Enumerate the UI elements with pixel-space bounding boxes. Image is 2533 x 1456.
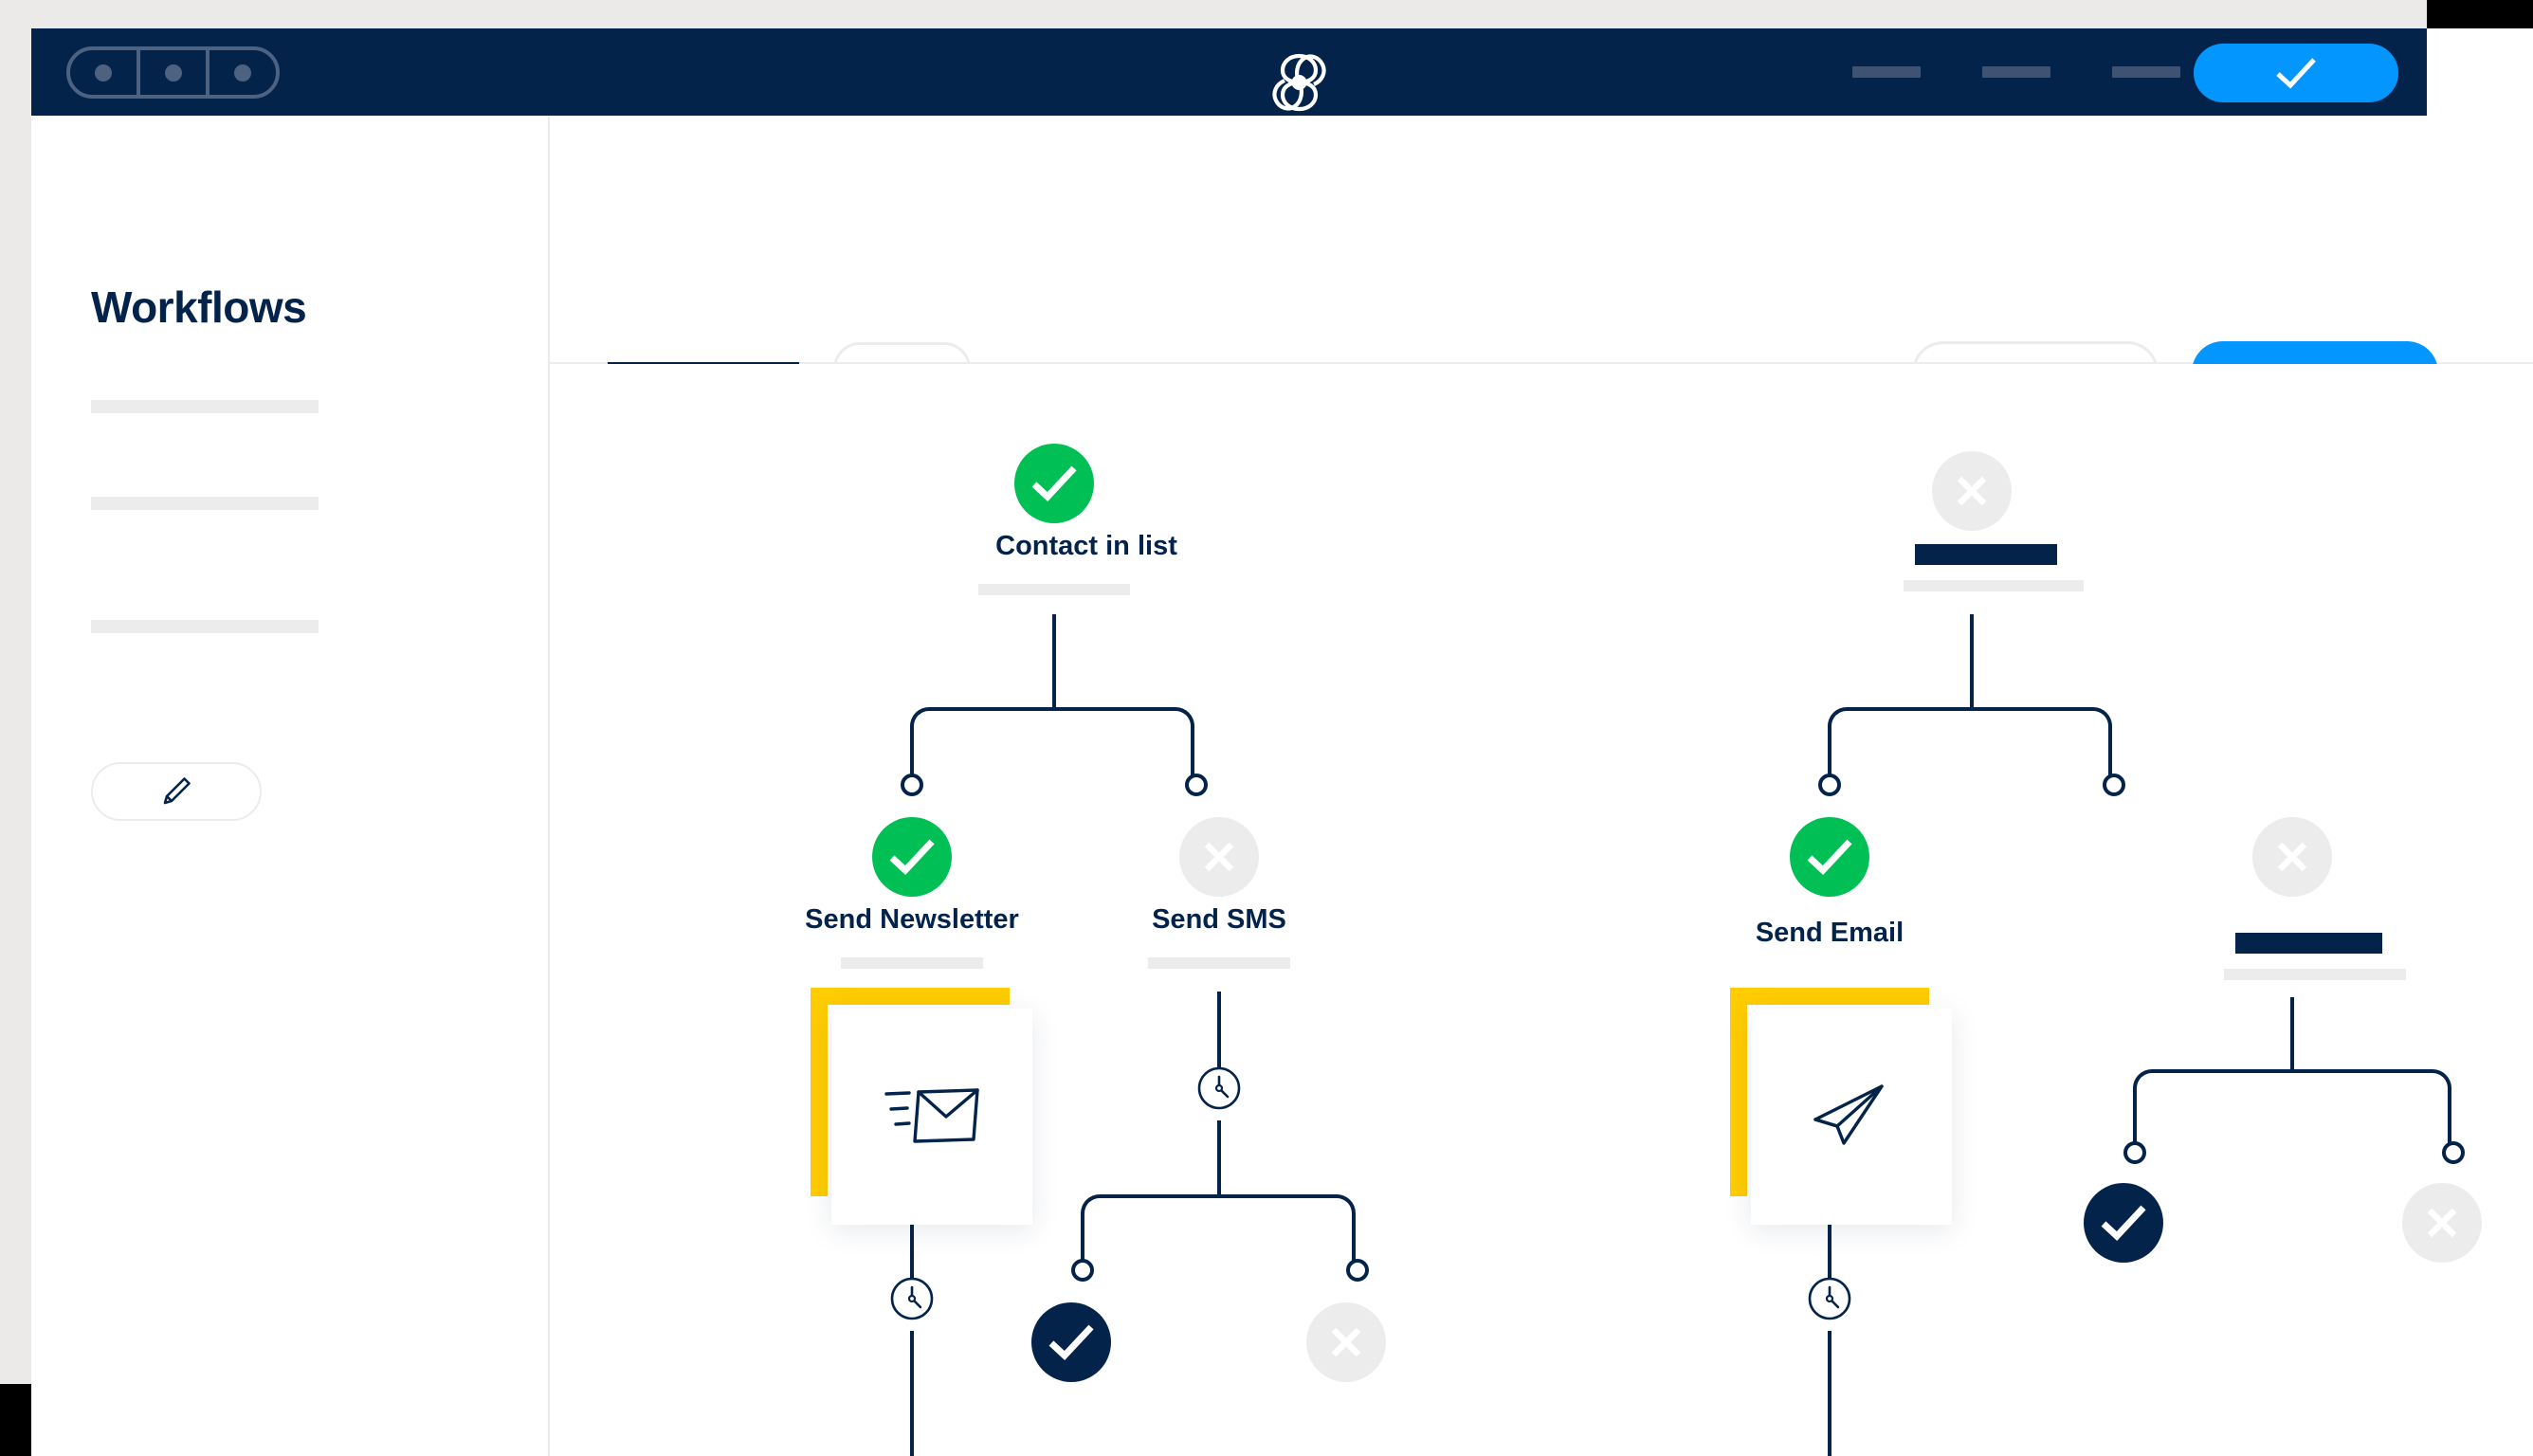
check-icon bbox=[1807, 839, 1852, 875]
status-inactive-icon[interactable] bbox=[2402, 1183, 2482, 1263]
card-body[interactable] bbox=[1751, 1009, 1952, 1225]
nav-confirm-button[interactable] bbox=[2194, 44, 2398, 102]
connector-line bbox=[1217, 1120, 1221, 1196]
check-icon bbox=[1031, 465, 1077, 501]
connector-line bbox=[2290, 997, 2294, 1073]
window-edge-bottom-left bbox=[0, 1384, 31, 1456]
sidebar: Workflows bbox=[31, 116, 550, 1456]
status-success-icon[interactable] bbox=[872, 817, 952, 897]
connector-line bbox=[1970, 614, 1974, 709]
connector-branch bbox=[910, 707, 1194, 775]
status-inactive-icon[interactable] bbox=[2252, 817, 2332, 897]
connector-port[interactable] bbox=[1818, 774, 1841, 796]
nav-link-1[interactable] bbox=[1852, 66, 1921, 78]
node-subtitle-placeholder bbox=[1148, 957, 1290, 969]
window-gutter-left bbox=[0, 0, 31, 1384]
connector-line bbox=[1052, 614, 1056, 709]
check-icon bbox=[2276, 58, 2316, 89]
delay-clock-icon[interactable] bbox=[889, 1276, 935, 1326]
connector-port[interactable] bbox=[1346, 1259, 1369, 1282]
check-icon bbox=[1048, 1324, 1094, 1360]
pinwheel-logo-icon[interactable] bbox=[1264, 49, 1335, 116]
x-icon bbox=[1204, 842, 1234, 872]
status-inactive-icon[interactable] bbox=[1306, 1302, 1386, 1382]
node-title-placeholder bbox=[1915, 544, 2057, 565]
nav-link-3[interactable] bbox=[2112, 66, 2180, 78]
delay-clock-icon[interactable] bbox=[1807, 1276, 1852, 1326]
sidebar-item-1[interactable] bbox=[91, 400, 319, 413]
connector-port[interactable] bbox=[1071, 1259, 1094, 1282]
status-success-icon[interactable] bbox=[1014, 444, 1094, 523]
x-icon bbox=[2427, 1208, 2457, 1238]
x-icon bbox=[1331, 1327, 1361, 1357]
connector-branch bbox=[2133, 1069, 2451, 1143]
connector-port[interactable] bbox=[2442, 1141, 2465, 1164]
delay-clock-icon[interactable] bbox=[1196, 1065, 1242, 1116]
node-label-send-email: Send Email bbox=[1755, 918, 1904, 948]
segmented-control[interactable] bbox=[66, 46, 280, 99]
nav-link-2[interactable] bbox=[1982, 66, 2050, 78]
connector-line bbox=[1217, 992, 1221, 1067]
workflow-canvas[interactable]: Contact in list Send Newsletter bbox=[550, 364, 2533, 1456]
connector-line bbox=[1828, 1225, 1831, 1278]
connector-port[interactable] bbox=[2103, 774, 2125, 796]
status-success-icon[interactable] bbox=[1790, 817, 1869, 897]
status-selected-icon[interactable] bbox=[1031, 1302, 1111, 1382]
node-subtitle-placeholder bbox=[2224, 969, 2406, 980]
node-subtitle-placeholder bbox=[1904, 580, 2084, 592]
edit-button[interactable] bbox=[91, 762, 262, 821]
check-icon bbox=[2101, 1205, 2146, 1241]
node-subtitle-placeholder bbox=[841, 957, 983, 969]
top-navigation-bar bbox=[31, 28, 2427, 116]
segment-1[interactable] bbox=[70, 50, 140, 95]
check-icon bbox=[889, 839, 935, 875]
connector-port[interactable] bbox=[2123, 1141, 2146, 1164]
status-inactive-icon[interactable] bbox=[1179, 817, 1259, 897]
node-label-send-sms: Send SMS bbox=[1152, 904, 1286, 935]
sidebar-item-2[interactable] bbox=[91, 497, 319, 510]
page-title: Workflows bbox=[91, 282, 307, 332]
node-subtitle-placeholder bbox=[978, 584, 1130, 595]
envelope-icon bbox=[884, 1088, 979, 1143]
workflow-toolbar bbox=[550, 116, 2533, 409]
card-body[interactable] bbox=[831, 1009, 1032, 1225]
connector-branch bbox=[1828, 707, 2112, 775]
connector-branch bbox=[1081, 1194, 1356, 1261]
dot-icon bbox=[234, 64, 252, 82]
window-edge-right bbox=[2427, 0, 2533, 28]
node-label-send-newsletter: Send Newsletter bbox=[805, 904, 1019, 935]
segment-3[interactable] bbox=[210, 50, 276, 95]
window-gutter-top bbox=[0, 0, 2427, 28]
dot-icon bbox=[164, 64, 182, 82]
x-icon bbox=[1957, 476, 1987, 506]
status-selected-icon[interactable] bbox=[2084, 1183, 2163, 1263]
action-card-email[interactable] bbox=[1730, 988, 1958, 1225]
node-title-placeholder bbox=[2235, 933, 2382, 954]
paper-plane-icon bbox=[1813, 1084, 1884, 1145]
connector-line bbox=[1828, 1331, 1831, 1456]
nav-links bbox=[1852, 28, 2180, 116]
status-inactive-icon[interactable] bbox=[1932, 451, 2012, 531]
connector-line bbox=[910, 1331, 914, 1456]
connector-line bbox=[910, 1225, 914, 1278]
action-card-newsletter[interactable] bbox=[811, 988, 1038, 1225]
x-icon bbox=[2277, 842, 2307, 872]
dot-icon bbox=[94, 64, 112, 82]
connector-port[interactable] bbox=[1185, 774, 1208, 796]
connector-port[interactable] bbox=[901, 774, 923, 796]
pencil-icon bbox=[163, 777, 191, 805]
node-label-contact-in-list: Contact in list bbox=[995, 531, 1177, 561]
segment-2[interactable] bbox=[140, 50, 210, 95]
sidebar-item-3[interactable] bbox=[91, 620, 319, 633]
